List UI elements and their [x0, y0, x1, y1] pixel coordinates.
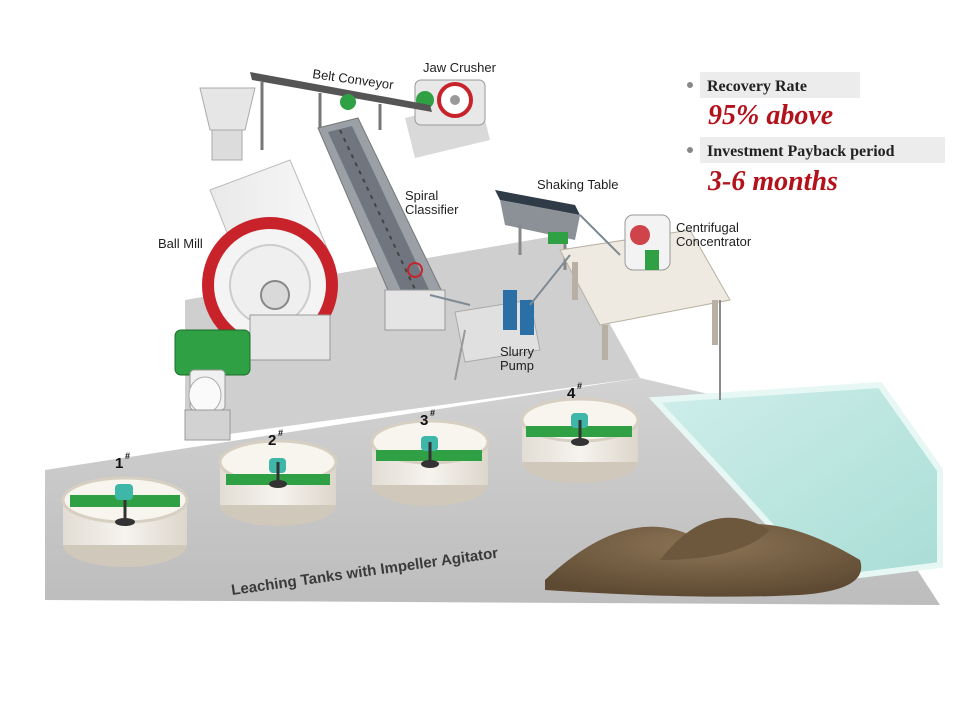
- label-slurry-pump-line1: Slurry: [500, 344, 534, 359]
- mill-motor: [174, 329, 251, 441]
- recovery-bullet-icon: [687, 82, 693, 88]
- tank-number-1-mark: #: [125, 451, 130, 461]
- tank-number-4: 4: [567, 385, 576, 402]
- leaching-tank-4: [520, 397, 640, 483]
- water-pool: [648, 381, 943, 584]
- tank-number-2-mark: #: [278, 428, 283, 438]
- label-spiral-classifier-line2: Classifier: [405, 202, 459, 217]
- label-slurry-pump-line2: Pump: [500, 358, 534, 373]
- jaw-crusher: [405, 79, 490, 158]
- label-centrifugal-line2: Concentrator: [676, 234, 752, 249]
- label-jaw-crusher: Jaw Crusher: [423, 60, 497, 75]
- recovery-rate-value: 95% above: [708, 100, 833, 131]
- stats-panel: Recovery Rate 95% above Investment Payba…: [687, 72, 945, 197]
- payback-bullet-icon: [687, 147, 693, 153]
- tank-number-3-mark: #: [430, 408, 435, 418]
- leaching-tank-2: [218, 439, 338, 526]
- centrifugal-concentrator: [559, 214, 731, 400]
- recovery-rate-label: Recovery Rate: [707, 78, 807, 95]
- label-shaking-table: Shaking Table: [537, 177, 618, 192]
- belt-conveyor: [250, 72, 432, 150]
- tank-number-3: 3: [420, 412, 428, 429]
- ball-mill: [202, 159, 338, 361]
- payback-label-bg: [700, 137, 945, 163]
- recovery-label-bg: [700, 72, 860, 98]
- tank-number-1: 1: [115, 455, 123, 472]
- tank-number-4-mark: #: [577, 381, 582, 391]
- ore-piles: [545, 517, 862, 597]
- label-ball-mill: Ball Mill: [158, 236, 203, 251]
- investment-payback-value: 3-6 months: [707, 166, 838, 197]
- investment-payback-label: Investment Payback period: [707, 143, 895, 160]
- shaking-table: [495, 190, 580, 270]
- leaching-tank-1: [61, 476, 189, 567]
- label-spiral-classifier-line1: Spiral: [405, 188, 438, 203]
- slurry-pump: [454, 290, 541, 381]
- tank-number-2: 2: [268, 432, 276, 449]
- pipes: [429, 214, 621, 306]
- feed-hopper: [199, 87, 256, 161]
- label-centrifugal-line1: Centrifugal: [676, 220, 739, 235]
- leaching-tank-3: [370, 419, 490, 506]
